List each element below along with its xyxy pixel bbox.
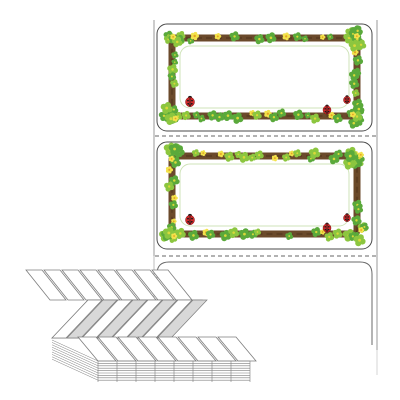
flower-icon [190, 31, 199, 41]
clover-leaf-icon [353, 204, 364, 214]
clover-leaf-icon [253, 228, 261, 236]
flower-icon [282, 32, 291, 41]
clover-leaf-icon [282, 153, 291, 162]
clover-leaf-icon [170, 79, 179, 88]
clover-leaf-icon [293, 149, 302, 158]
ladybug-icon [343, 95, 351, 104]
clover-leaf-icon [326, 33, 334, 41]
flower-icon [171, 194, 178, 202]
clover-leaf-icon [168, 143, 181, 155]
flower-icon [171, 232, 178, 240]
flower-icon [271, 154, 279, 162]
flower-icon [168, 155, 175, 162]
stack-slip-top [43, 269, 85, 301]
flower-icon [288, 150, 295, 157]
ladybug-icon [185, 95, 195, 107]
clover-leaf-icon [324, 232, 335, 242]
flower-icon [350, 111, 357, 118]
flower-icon [172, 115, 179, 122]
clover-leaf-icon [265, 32, 277, 44]
clover-leaf-icon [309, 113, 321, 124]
clover-leaf-icon [328, 153, 340, 165]
flower-icon [214, 33, 222, 40]
clover-frame-icon [158, 25, 367, 129]
flower-icon [170, 33, 177, 40]
clover-leaf-icon [353, 234, 366, 247]
clover-leaf-icon [248, 153, 257, 162]
clover-leaf-icon [351, 89, 360, 97]
clover-leaf-icon [254, 150, 264, 160]
perforation-lines [155, 135, 376, 257]
label-1 [156, 23, 373, 132]
clover-leaf-icon [285, 232, 294, 240]
clover-leaf-icon [171, 58, 179, 66]
label-2 [156, 141, 373, 250]
clover-leaf-icon [268, 112, 279, 123]
clover-leaf-icon [187, 37, 195, 45]
clover-leaf-icon [334, 149, 343, 159]
clover-leaf-icon [219, 229, 232, 242]
stack-slip-top [25, 269, 67, 301]
clover-leaf-icon [349, 78, 360, 89]
ladybug-icon [185, 213, 195, 225]
clover-leaf-icon [292, 32, 302, 42]
clover-leaf-icon [197, 114, 206, 123]
clover-leaf-icon [181, 110, 191, 121]
clover-leaf-icon [342, 229, 356, 242]
clover-leaf-icon [222, 110, 234, 122]
writable-area [179, 163, 350, 227]
stack-slip-bottom [217, 336, 257, 362]
clover-leaf-icon [167, 64, 178, 75]
clover-leaf-icon [254, 33, 265, 45]
ladybug-icon [343, 213, 351, 222]
clover-leaf-icon [191, 149, 200, 157]
clover-leaf-icon [293, 109, 304, 121]
clover-leaf-icon [311, 227, 322, 238]
clover-leaf-icon [164, 181, 175, 192]
flower-icon [358, 226, 365, 234]
flower-icon [165, 166, 174, 174]
clover-leaf-icon [344, 149, 357, 163]
clover-leaf-icon [188, 229, 199, 241]
clover-leaf-icon [171, 51, 179, 59]
flower-icon [200, 150, 207, 156]
flower-icon [320, 34, 326, 40]
clover-border [158, 25, 367, 129]
clover-leaf-icon [351, 215, 362, 226]
writable-area [179, 45, 350, 109]
frame-band [168, 152, 361, 238]
clover-leaf-icon [168, 200, 178, 210]
flower-icon [357, 151, 364, 158]
clover-leaf-icon [167, 72, 177, 81]
clover-leaf-icon [231, 112, 244, 124]
clover-leaf-icon [160, 102, 173, 115]
stack-thickness [51, 339, 251, 382]
flower-icon [217, 150, 225, 158]
clover-leaf-icon [304, 112, 312, 119]
clover-leaf-icon [205, 229, 216, 240]
clover-border [159, 142, 369, 247]
clover-leaf-icon [332, 113, 343, 124]
clover-leaf-icon [171, 36, 183, 48]
clover-leaf-icon [229, 31, 240, 42]
clover-leaf-icon [224, 151, 235, 162]
clover-leaf-icon [228, 227, 240, 239]
ladybug-icon [322, 222, 332, 233]
ladybug-icon [322, 104, 332, 115]
clover-frame-icon [159, 142, 369, 247]
fanfold-stack-icon [25, 269, 257, 382]
clover-leaf-icon [348, 39, 361, 52]
clover-leaf-icon [252, 110, 262, 120]
clover-leaf-icon [308, 147, 321, 160]
clover-leaf-icon [238, 151, 250, 163]
stack-slip-fold [51, 299, 103, 339]
flower-icon [354, 33, 360, 40]
clover-leaf-icon [352, 55, 364, 66]
clover-leaf-icon [214, 112, 225, 122]
clover-leaf-icon [332, 228, 343, 239]
clover-leaf-icon [276, 108, 287, 118]
clover-leaf-icon [301, 35, 309, 43]
